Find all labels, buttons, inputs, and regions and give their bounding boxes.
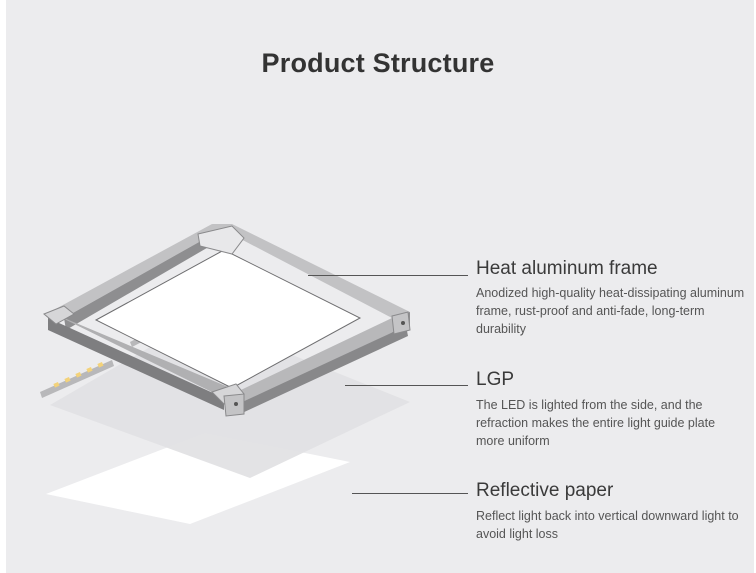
lgp-callout-title: LGP [476,369,515,390]
led-strip-front [40,360,114,398]
leader-line-lgp [345,385,468,386]
lgp-callout-description: The LED is lighted from the side, and th… [476,398,716,448]
leader-line-paper [352,493,468,494]
frame-callout-title: Heat aluminum frame [476,258,658,279]
leader-line-frame [308,275,468,276]
page-title: Product Structure [261,48,495,78]
frame-callout-description: Anodized high-quality heat-dissipating a… [476,286,745,336]
paper-callout-title: Reflective paper [476,480,614,501]
aluminum-frame [43,224,411,417]
paper-callout-description: Reflect light back into vertical downwar… [476,509,739,541]
